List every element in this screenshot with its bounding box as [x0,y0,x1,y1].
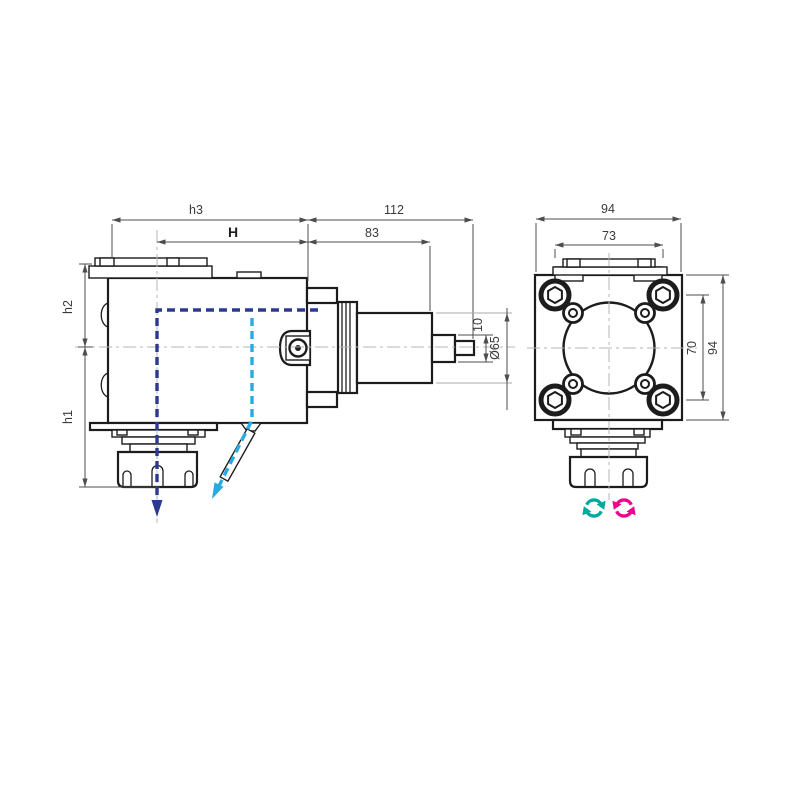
side-view [88,257,476,489]
collet-chuck-side [88,421,219,489]
dim-h2-label: h2 [61,300,75,314]
dim-width94-label: 94 [601,202,615,216]
dim-10-label: 10 [471,318,485,332]
dim-73-label: 73 [602,229,616,243]
rotation-ccw-icon [582,498,606,518]
collet-chuck-front [551,418,664,489]
dimensions-side-view: h3 112 H 83 h2 h1 10 Ø65 [61,203,512,488]
dim-h3-label: h3 [189,203,203,217]
dim-112-label: 112 [384,203,404,217]
dim-h1-label: h1 [61,410,75,424]
dim-83-label: 83 [365,226,379,240]
dim-dia65-label: Ø65 [488,336,502,360]
dimensions-front-view: 94 73 70 94 [535,202,729,421]
coolant-internal-arrow [151,308,318,517]
side-view-body [88,257,309,425]
dim-70-label: 70 [685,341,699,355]
dim-H-label: H [228,224,238,240]
rotation-cw-icon [612,498,636,518]
coolant-nozzle [219,422,263,482]
coolant-external-arrow [212,318,254,499]
dim-height94-label: 94 [706,341,720,355]
side-lock-screw [278,329,312,367]
